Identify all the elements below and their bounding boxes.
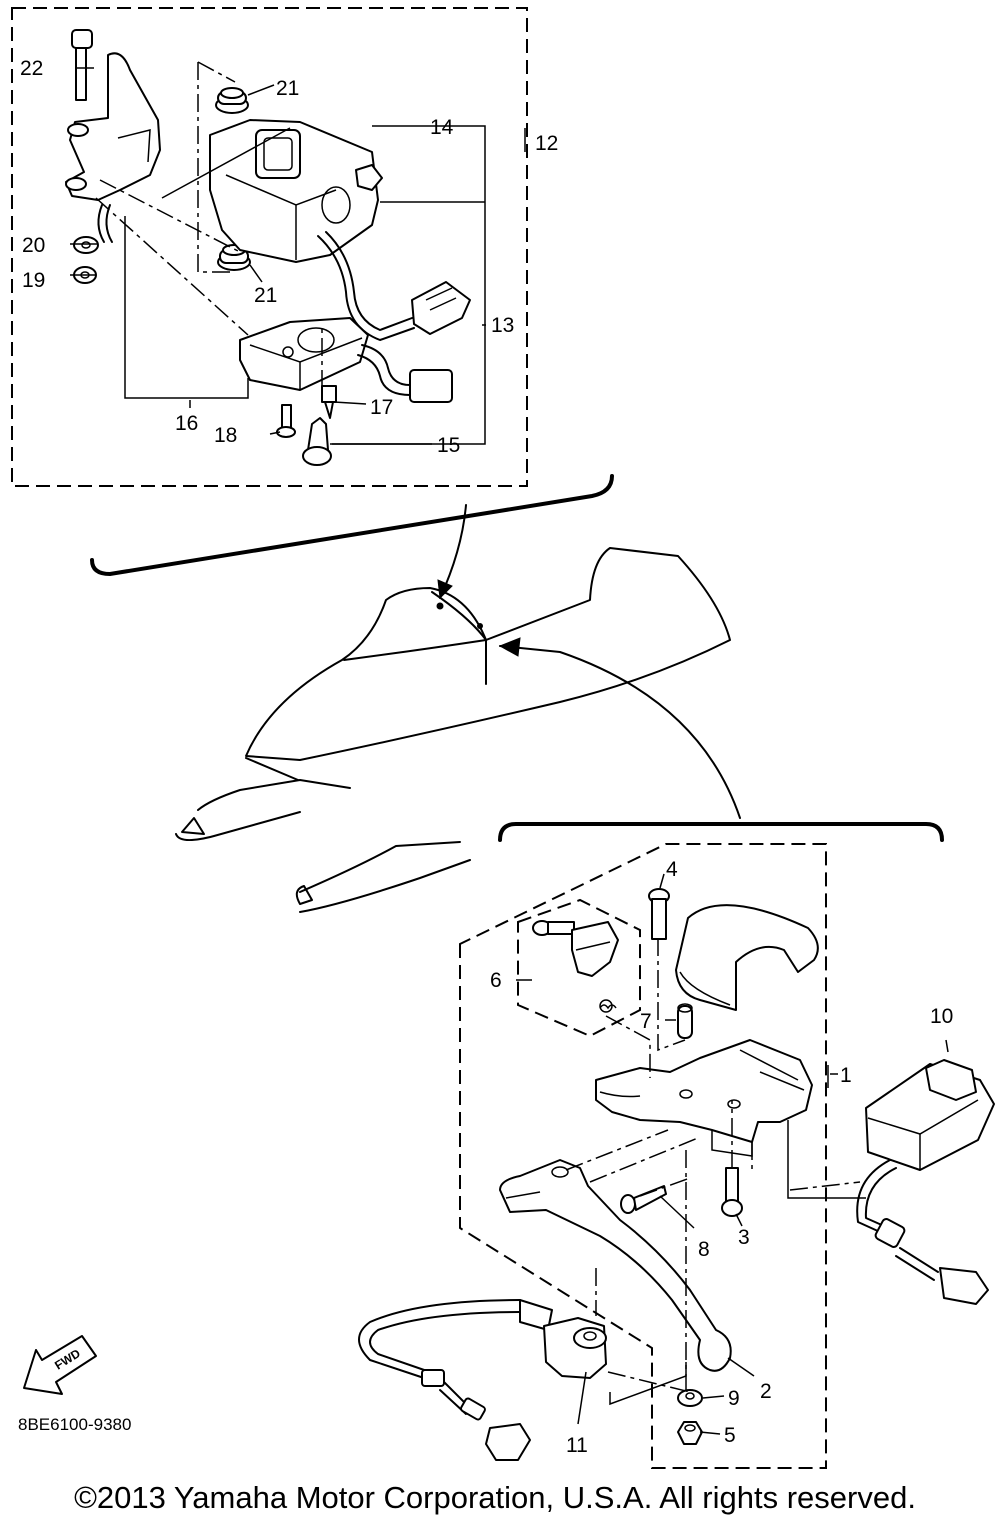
fwd-arrow-icon: FWD (23, 1335, 97, 1395)
pin-7 (677, 1003, 693, 1039)
snowmobile (175, 547, 731, 913)
screw-17 (321, 385, 337, 419)
bolt-22 (71, 29, 93, 101)
label-17: 17 (370, 396, 393, 419)
block-6 (571, 921, 619, 977)
label-10: 10 (930, 1005, 953, 1028)
label-3: 3 (738, 1226, 750, 1249)
grommet-21-top (215, 87, 249, 114)
screw-15 (302, 417, 332, 466)
label-1: 1 (840, 1064, 852, 1087)
switch-housing-16 (239, 317, 453, 403)
label-5: 5 (724, 1424, 736, 1447)
label-13: 13 (491, 314, 514, 337)
arrow-bottom (499, 645, 741, 819)
label-16: 16 (175, 412, 198, 435)
copyright: ©2013 Yamaha Motor Corporation, U.S.A. A… (74, 1480, 916, 1515)
label-12: 12 (535, 132, 558, 155)
label-7: 7 (640, 1010, 652, 1033)
throttle-bracket (65, 52, 161, 243)
callout-curve-bottom (498, 822, 944, 842)
label-21-bottom: 21 (254, 284, 277, 307)
diagram-code: 8BE6100-9380 (18, 1415, 131, 1434)
label-2: 2 (760, 1380, 772, 1403)
brake-switch-11 (358, 1299, 607, 1461)
label-6: 6 (490, 969, 502, 992)
washer-9 (677, 1389, 703, 1407)
label-14: 14 (430, 116, 454, 139)
screw-6 (532, 920, 575, 936)
label-19: 19 (22, 269, 45, 292)
lever-bracket (595, 1039, 813, 1157)
screw-3 (721, 1167, 743, 1217)
brake-switch-10 (856, 1059, 995, 1305)
screw-8 (620, 1185, 667, 1214)
label-18: 18 (214, 424, 237, 447)
callout-curve-top (90, 474, 614, 577)
screw-18 (276, 404, 296, 438)
lower-assembly-frame (459, 843, 827, 1469)
label-8: 8 (698, 1238, 710, 1261)
washer-20 (73, 236, 99, 254)
grommet-21-bottom (217, 244, 251, 271)
label-20: 20 (22, 234, 45, 257)
label-11: 11 (566, 1434, 588, 1457)
upper-assembly-frame (11, 7, 528, 487)
spring-6 (599, 999, 617, 1013)
label-4: 4 (666, 858, 678, 881)
label-21-top: 21 (276, 77, 299, 100)
nut-5 (677, 1421, 703, 1445)
brake-lever-2 (499, 1159, 732, 1372)
label-22: 22 (20, 57, 43, 80)
bolt-4 (648, 888, 670, 940)
grip-cover (675, 904, 819, 1011)
label-9: 9 (728, 1387, 740, 1410)
subassembly-6-frame (517, 898, 641, 1038)
throttle-housing-14 (209, 119, 383, 263)
label-15: 15 (437, 434, 460, 457)
